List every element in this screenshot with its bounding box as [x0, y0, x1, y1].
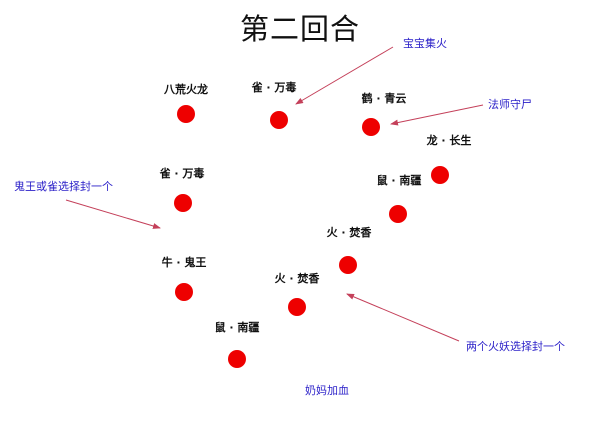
- unit-dot: [339, 256, 357, 274]
- unit-label: 火 · 焚香: [326, 226, 372, 239]
- unit-label: 八荒火龙: [164, 83, 208, 96]
- unit-label: 牛 · 鬼王: [161, 256, 207, 269]
- unit-label: 鼠 · 南疆: [214, 321, 260, 334]
- annotation-note: 宝宝集火: [403, 37, 447, 50]
- diagram-title: 第二回合: [239, 12, 360, 46]
- pointer-arrow-icon: [346, 293, 460, 342]
- unit-label: 龙 · 长生: [426, 134, 472, 147]
- unit-dot: [175, 283, 193, 301]
- unit-label: 雀 · 万毒: [251, 81, 297, 94]
- unit-label: 雀 · 万毒: [159, 167, 205, 180]
- unit-label: 鹤 · 青云: [361, 92, 407, 105]
- pointer-arrow-icon: [295, 46, 394, 105]
- unit-dot: [389, 205, 407, 223]
- unit-label: 火 · 焚香: [274, 272, 320, 285]
- annotation-note: 鬼王或雀选择封一个: [14, 180, 113, 193]
- unit-label: 鼠 · 南疆: [376, 174, 422, 187]
- annotation-note: 法师守尸: [488, 98, 532, 111]
- annotation-note: 奶妈加血: [305, 384, 349, 397]
- unit-dot: [362, 118, 380, 136]
- unit-dot: [431, 166, 449, 184]
- unit-dot: [177, 105, 195, 123]
- unit-dot: [288, 298, 306, 316]
- unit-dot: [270, 111, 288, 129]
- pointer-arrow-icon: [390, 104, 484, 126]
- unit-dot: [174, 194, 192, 212]
- unit-dot: [228, 350, 246, 368]
- annotation-note: 两个火妖选择封一个: [466, 340, 565, 353]
- pointer-arrow-icon: [65, 199, 161, 229]
